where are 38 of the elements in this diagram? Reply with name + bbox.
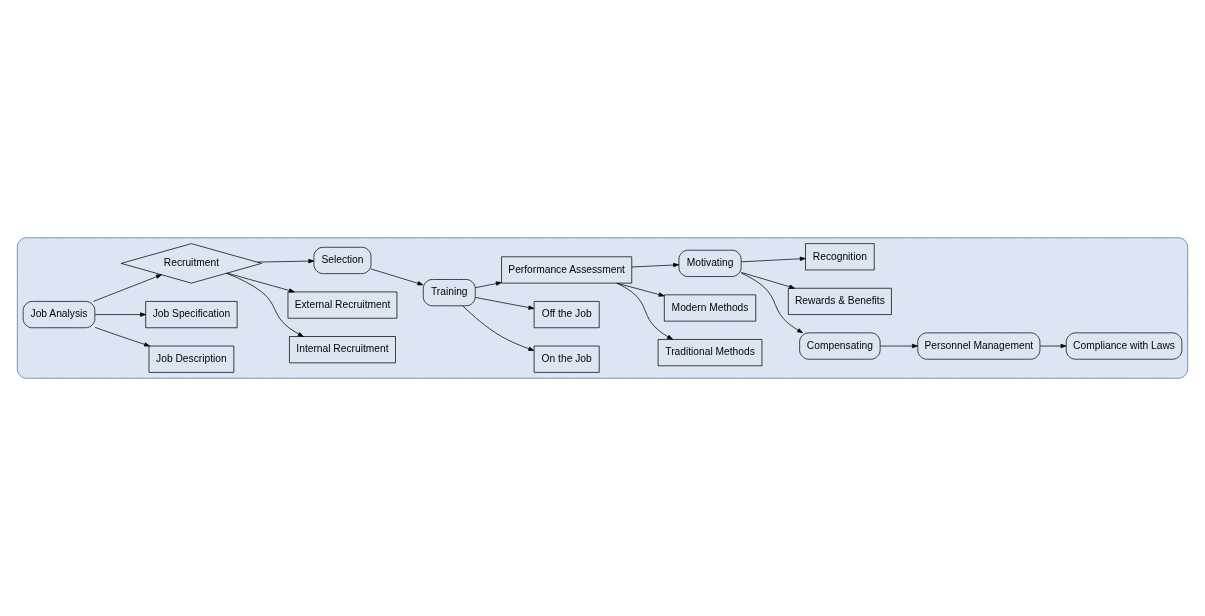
arrow bbox=[616, 282, 673, 340]
node-box: Job Analysis bbox=[22, 301, 96, 329]
arrow bbox=[94, 312, 146, 317]
arrow bbox=[475, 281, 502, 289]
arrow bbox=[879, 343, 918, 349]
arrow bbox=[94, 327, 150, 347]
node-box: Compliance with Laws bbox=[1065, 332, 1183, 360]
node-box: Recognition bbox=[805, 243, 875, 271]
arrow bbox=[370, 268, 424, 286]
arrow bbox=[740, 272, 795, 289]
arrow bbox=[631, 262, 680, 268]
node-box: Motivating bbox=[678, 249, 742, 277]
arrow bbox=[616, 282, 665, 297]
node-box: Off the Job bbox=[533, 301, 600, 329]
node-box: Training bbox=[422, 279, 476, 307]
node-box: External Recruitment bbox=[287, 291, 398, 319]
arrow bbox=[1039, 343, 1067, 349]
node-box: Compensating bbox=[799, 332, 881, 360]
arrow bbox=[256, 258, 315, 264]
arrow bbox=[462, 305, 535, 351]
arrow bbox=[740, 272, 804, 334]
node-diamond: Recruitment bbox=[120, 243, 262, 284]
node-box: On the Job bbox=[533, 345, 600, 373]
arrow bbox=[740, 256, 806, 263]
node-box: Performance Assessment bbox=[501, 256, 633, 284]
arrow bbox=[226, 272, 295, 293]
node-box: Rewards & Benefits bbox=[787, 287, 892, 315]
arrow bbox=[93, 274, 162, 302]
node-box: Modern Methods bbox=[663, 294, 757, 322]
cluster bbox=[16, 237, 1189, 379]
node-box: Personnel Management bbox=[917, 332, 1041, 360]
node-box: Job Specification bbox=[145, 301, 238, 329]
node-box: Selection bbox=[313, 246, 372, 274]
arrow bbox=[475, 297, 535, 310]
node-box: Job Description bbox=[148, 345, 235, 373]
node-box: Internal Recruitment bbox=[289, 336, 396, 364]
arrow bbox=[226, 273, 304, 337]
node-box: Traditional Methods bbox=[657, 339, 763, 367]
